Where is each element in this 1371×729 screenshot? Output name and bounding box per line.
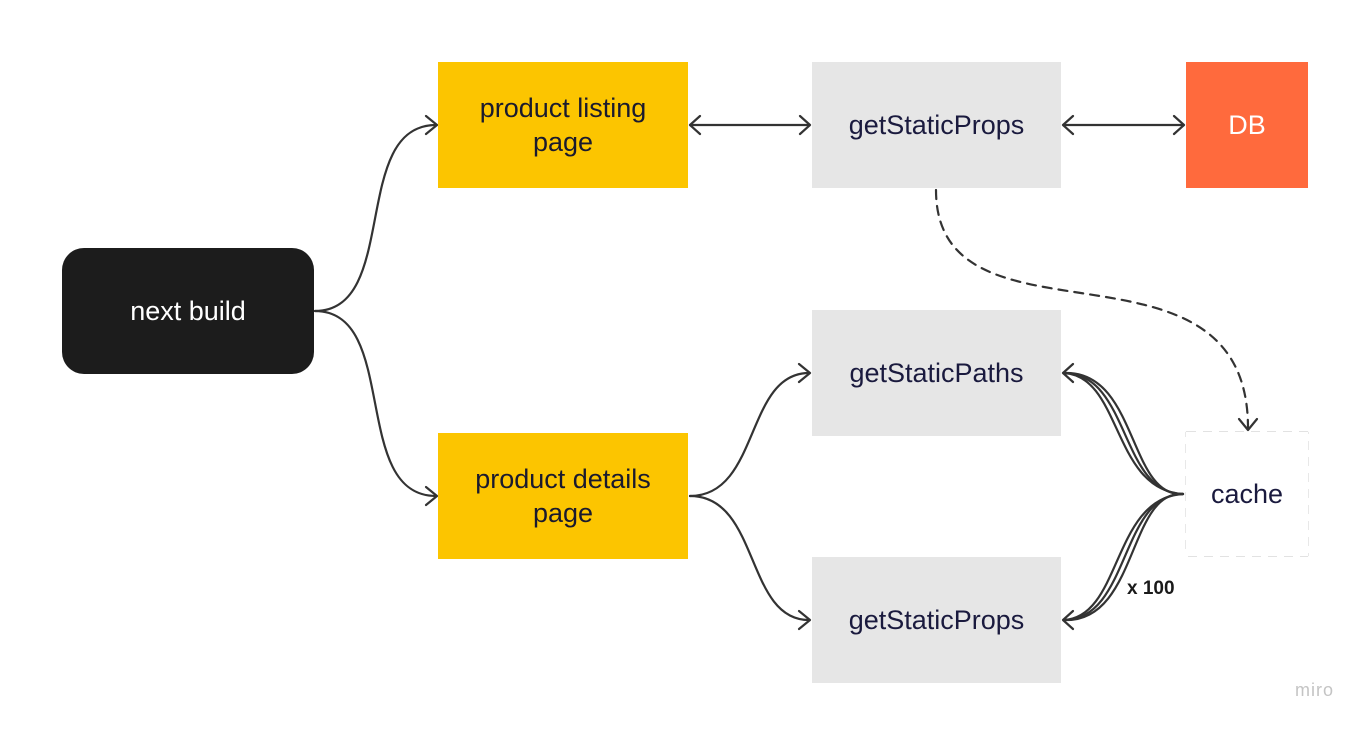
- edge-cache-to-getstaticpaths: [1062, 371, 1185, 496]
- get-static-paths-node: getStaticPaths: [812, 310, 1061, 436]
- edge-details-to-getstaticprops-bottom: [688, 494, 811, 622]
- arrowhead: [1061, 362, 1075, 384]
- edge-cache-to-getstaticprops-bottom: [1062, 492, 1185, 622]
- arrowhead: [797, 362, 812, 384]
- get-static-props-bottom-node: getStaticProps: [812, 557, 1061, 683]
- product-listing-page-label-line2: page: [532, 127, 594, 157]
- product-listing-page-node: product listing page: [438, 62, 688, 188]
- cache-node: cache: [1186, 432, 1308, 556]
- get-static-props-top-node: getStaticProps: [812, 62, 1061, 188]
- arrowhead: [424, 485, 439, 507]
- edge-cache-to-getstaticprops-bottom: [1062, 492, 1185, 622]
- product-listing-page-label-line1: product listing: [479, 93, 647, 123]
- edge-build-to-listing: [313, 123, 438, 313]
- edge-cache-to-getstaticpaths: [1062, 371, 1185, 496]
- next-build-node: next build: [62, 248, 314, 374]
- arrowhead: [1061, 114, 1075, 136]
- product-details-page-node: product details page: [438, 433, 688, 559]
- miro-watermark: miro: [1295, 680, 1334, 700]
- get-static-props-bottom-label: getStaticProps: [848, 605, 1025, 635]
- arrowhead: [797, 609, 812, 631]
- arrowhead: [688, 114, 702, 136]
- get-static-props-top-label: getStaticProps: [848, 110, 1025, 140]
- edge-cache-to-getstaticprops-bottom: [1062, 492, 1185, 622]
- arrowhead: [798, 114, 812, 136]
- arrowhead: [1172, 114, 1186, 136]
- edge-getstaticprops-to-cache: [934, 188, 1250, 430]
- db-label: DB: [1228, 110, 1266, 140]
- arrowhead: [424, 114, 439, 136]
- edge-cache-to-getstaticpaths: [1062, 371, 1185, 496]
- product-details-page-label-line1: product details: [475, 464, 651, 494]
- next-build-label: next build: [130, 296, 246, 326]
- edge-details-to-getstaticpaths: [688, 371, 811, 498]
- db-node: DB: [1186, 62, 1308, 188]
- cache-label: cache: [1210, 479, 1284, 509]
- cache-multiplier-label: x 100: [1127, 578, 1175, 599]
- arrowhead: [1237, 417, 1259, 432]
- edge-build-to-details: [313, 309, 438, 498]
- get-static-paths-label: getStaticPaths: [849, 358, 1024, 388]
- product-details-page-label-line2: page: [532, 498, 594, 528]
- arrowhead: [1061, 609, 1075, 631]
